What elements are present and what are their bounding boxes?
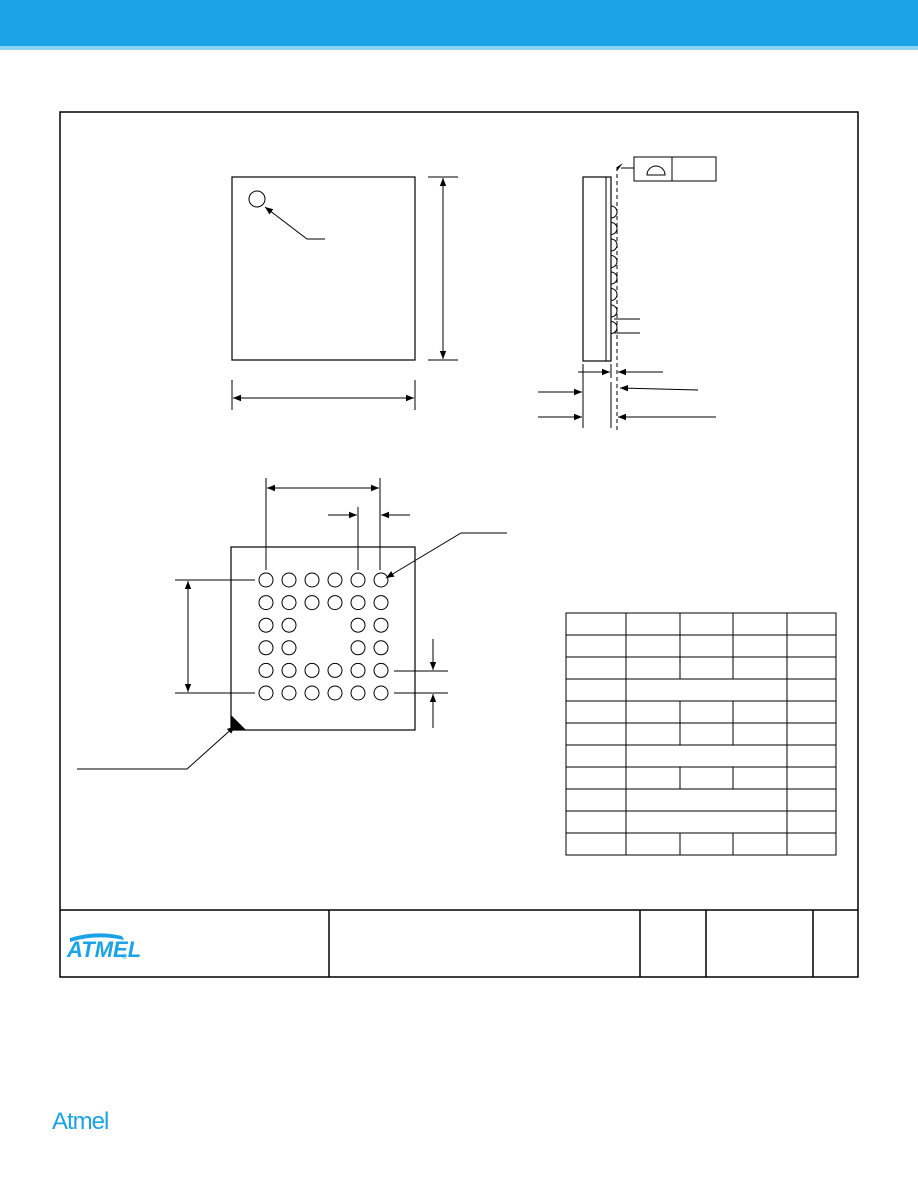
solder-ball: [258, 572, 274, 588]
side-solder-ball: [610, 271, 618, 285]
dimension-table: [565, 612, 837, 856]
title-block: ATMEL ®: [60, 909, 858, 977]
flatness-symbol: [646, 165, 666, 176]
solder-ball: [304, 572, 320, 588]
solder-ball: [281, 662, 297, 678]
solder-ball: [327, 662, 343, 678]
footer-brand-text: Atmel: [52, 1108, 109, 1135]
solder-ball: [304, 662, 320, 678]
solder-ball: [327, 685, 343, 701]
solder-ball: [281, 572, 297, 588]
side-solder-ball: [610, 205, 618, 219]
solder-ball: [350, 662, 366, 678]
solder-ball: [281, 685, 297, 701]
solder-ball: [327, 595, 343, 611]
header-stripe: [0, 46, 918, 50]
solder-ball: [258, 662, 274, 678]
solder-ball: [304, 685, 320, 701]
solder-ball: [350, 572, 366, 588]
solder-ball: [258, 595, 274, 611]
solder-ball: [281, 617, 297, 633]
drawing-frame: [59, 111, 859, 978]
solder-ball: [350, 685, 366, 701]
solder-ball: [258, 640, 274, 656]
solder-ball: [373, 572, 389, 588]
pin1-leader: [264, 206, 325, 240]
atmel-logo-text: ATMEL: [66, 937, 141, 962]
a1-corner-leader: [77, 725, 236, 770]
bottom-view: [77, 478, 507, 770]
solder-ball: [258, 685, 274, 701]
side-view-balls: [610, 205, 618, 334]
solder-ball: [373, 662, 389, 678]
bottom-view-body: [230, 546, 416, 731]
side-solder-ball: [610, 321, 618, 334]
top-view: [231, 176, 458, 410]
solder-ball: [350, 617, 366, 633]
top-view-body: [231, 176, 416, 361]
side-view: [538, 156, 717, 430]
solder-ball: [373, 595, 389, 611]
dim-A2-arrow: [619, 385, 699, 392]
pin1-marker: [248, 190, 266, 208]
side-solder-ball: [610, 288, 618, 301]
feature-control-frame: [633, 156, 717, 182]
side-view-substrate: [582, 176, 612, 362]
solder-ball: [281, 640, 297, 656]
side-solder-ball: [610, 304, 618, 318]
solder-ball: [350, 640, 366, 656]
header-bar: [0, 0, 918, 46]
ball-diameter-leader: [385, 532, 507, 579]
side-solder-ball: [610, 222, 618, 235]
registered-mark: ®: [122, 953, 128, 961]
solder-ball: [373, 617, 389, 633]
side-solder-ball: [610, 255, 618, 268]
solder-ball: [281, 595, 297, 611]
datum-pointer: [617, 163, 623, 171]
solder-ball: [350, 595, 366, 611]
footer-brand-logo: Atmel: [52, 1108, 109, 1136]
side-solder-ball: [610, 238, 618, 252]
solder-ball: [373, 685, 389, 701]
solder-ball: [304, 595, 320, 611]
solder-ball: [327, 572, 343, 588]
ball-grid: [258, 572, 389, 701]
solder-ball: [258, 617, 274, 633]
atmel-logo: ATMEL ®: [66, 933, 141, 962]
solder-ball: [373, 640, 389, 656]
